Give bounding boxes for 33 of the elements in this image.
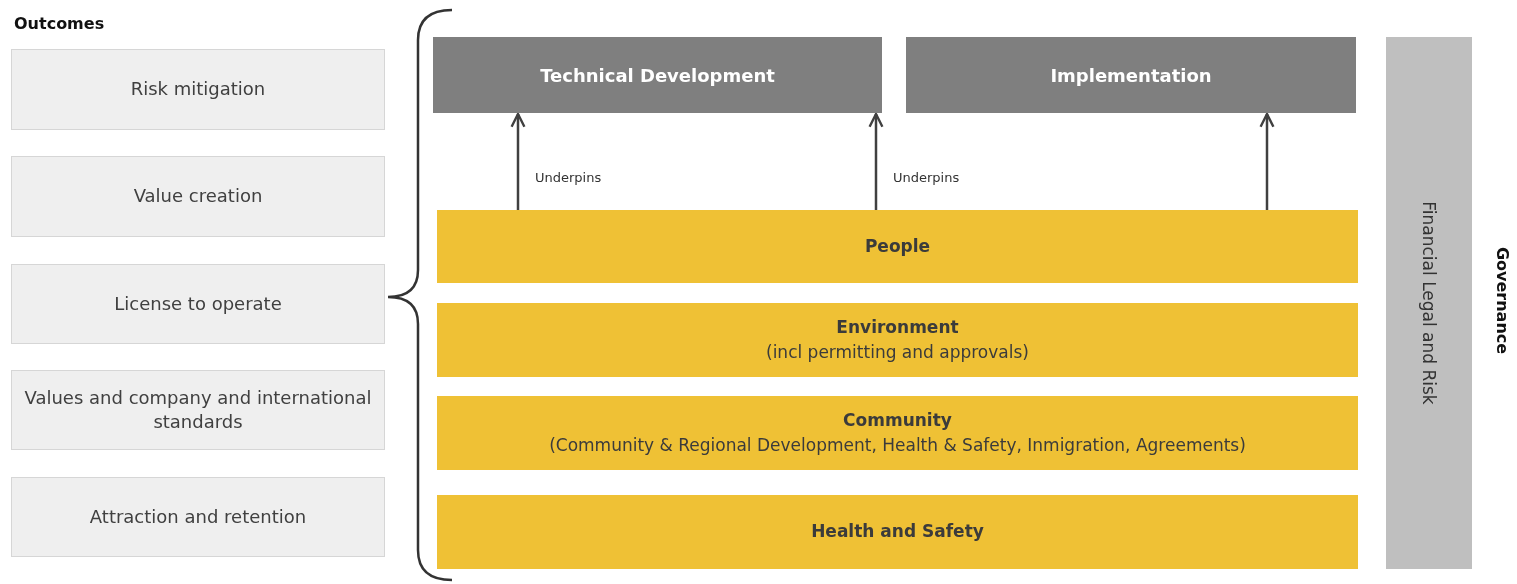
box-label: Health and Safety — [811, 520, 984, 544]
arrow — [868, 112, 884, 210]
foundation-bar — [437, 210, 1358, 283]
box-label: Technical Development — [540, 64, 775, 86]
box-label: Financial Legal and Risk — [1419, 201, 1439, 405]
arrow — [510, 112, 526, 210]
box-label: Community — [843, 408, 952, 432]
foundation-bar — [437, 495, 1358, 569]
box-label: Attraction and retention — [89, 504, 307, 529]
outcome-box — [11, 49, 385, 130]
box-label: Implementation — [1050, 64, 1212, 86]
section-heading: Governance — [1492, 246, 1512, 354]
edge-label: Underpins — [893, 170, 960, 185]
outcome-box — [11, 370, 385, 450]
outcome-box — [11, 264, 385, 344]
outcome-box — [11, 156, 385, 237]
stage-box — [433, 37, 882, 113]
box-label: Value creation — [133, 184, 263, 209]
box-label: Values and company and international standards — [23, 385, 373, 434]
outcome-box — [11, 477, 385, 557]
box-description: (incl permitting and approvals) — [766, 341, 1029, 364]
foundation-bar — [437, 396, 1358, 470]
box-label: People — [864, 234, 931, 258]
box-label: Risk mitigation — [130, 77, 266, 102]
edge-label: Underpins — [535, 170, 602, 185]
arrow — [1259, 112, 1275, 210]
governance-bar — [1386, 37, 1472, 569]
box-label: License to operate — [114, 291, 282, 316]
stage-box — [906, 37, 1356, 113]
foundation-bar — [437, 303, 1358, 377]
section-heading: Outcomes — [14, 14, 105, 33]
box-label: Environment — [836, 315, 959, 339]
box-description: (Community & Regional Development, Health & Safety, Inmigration, Agreements) — [549, 434, 1246, 457]
